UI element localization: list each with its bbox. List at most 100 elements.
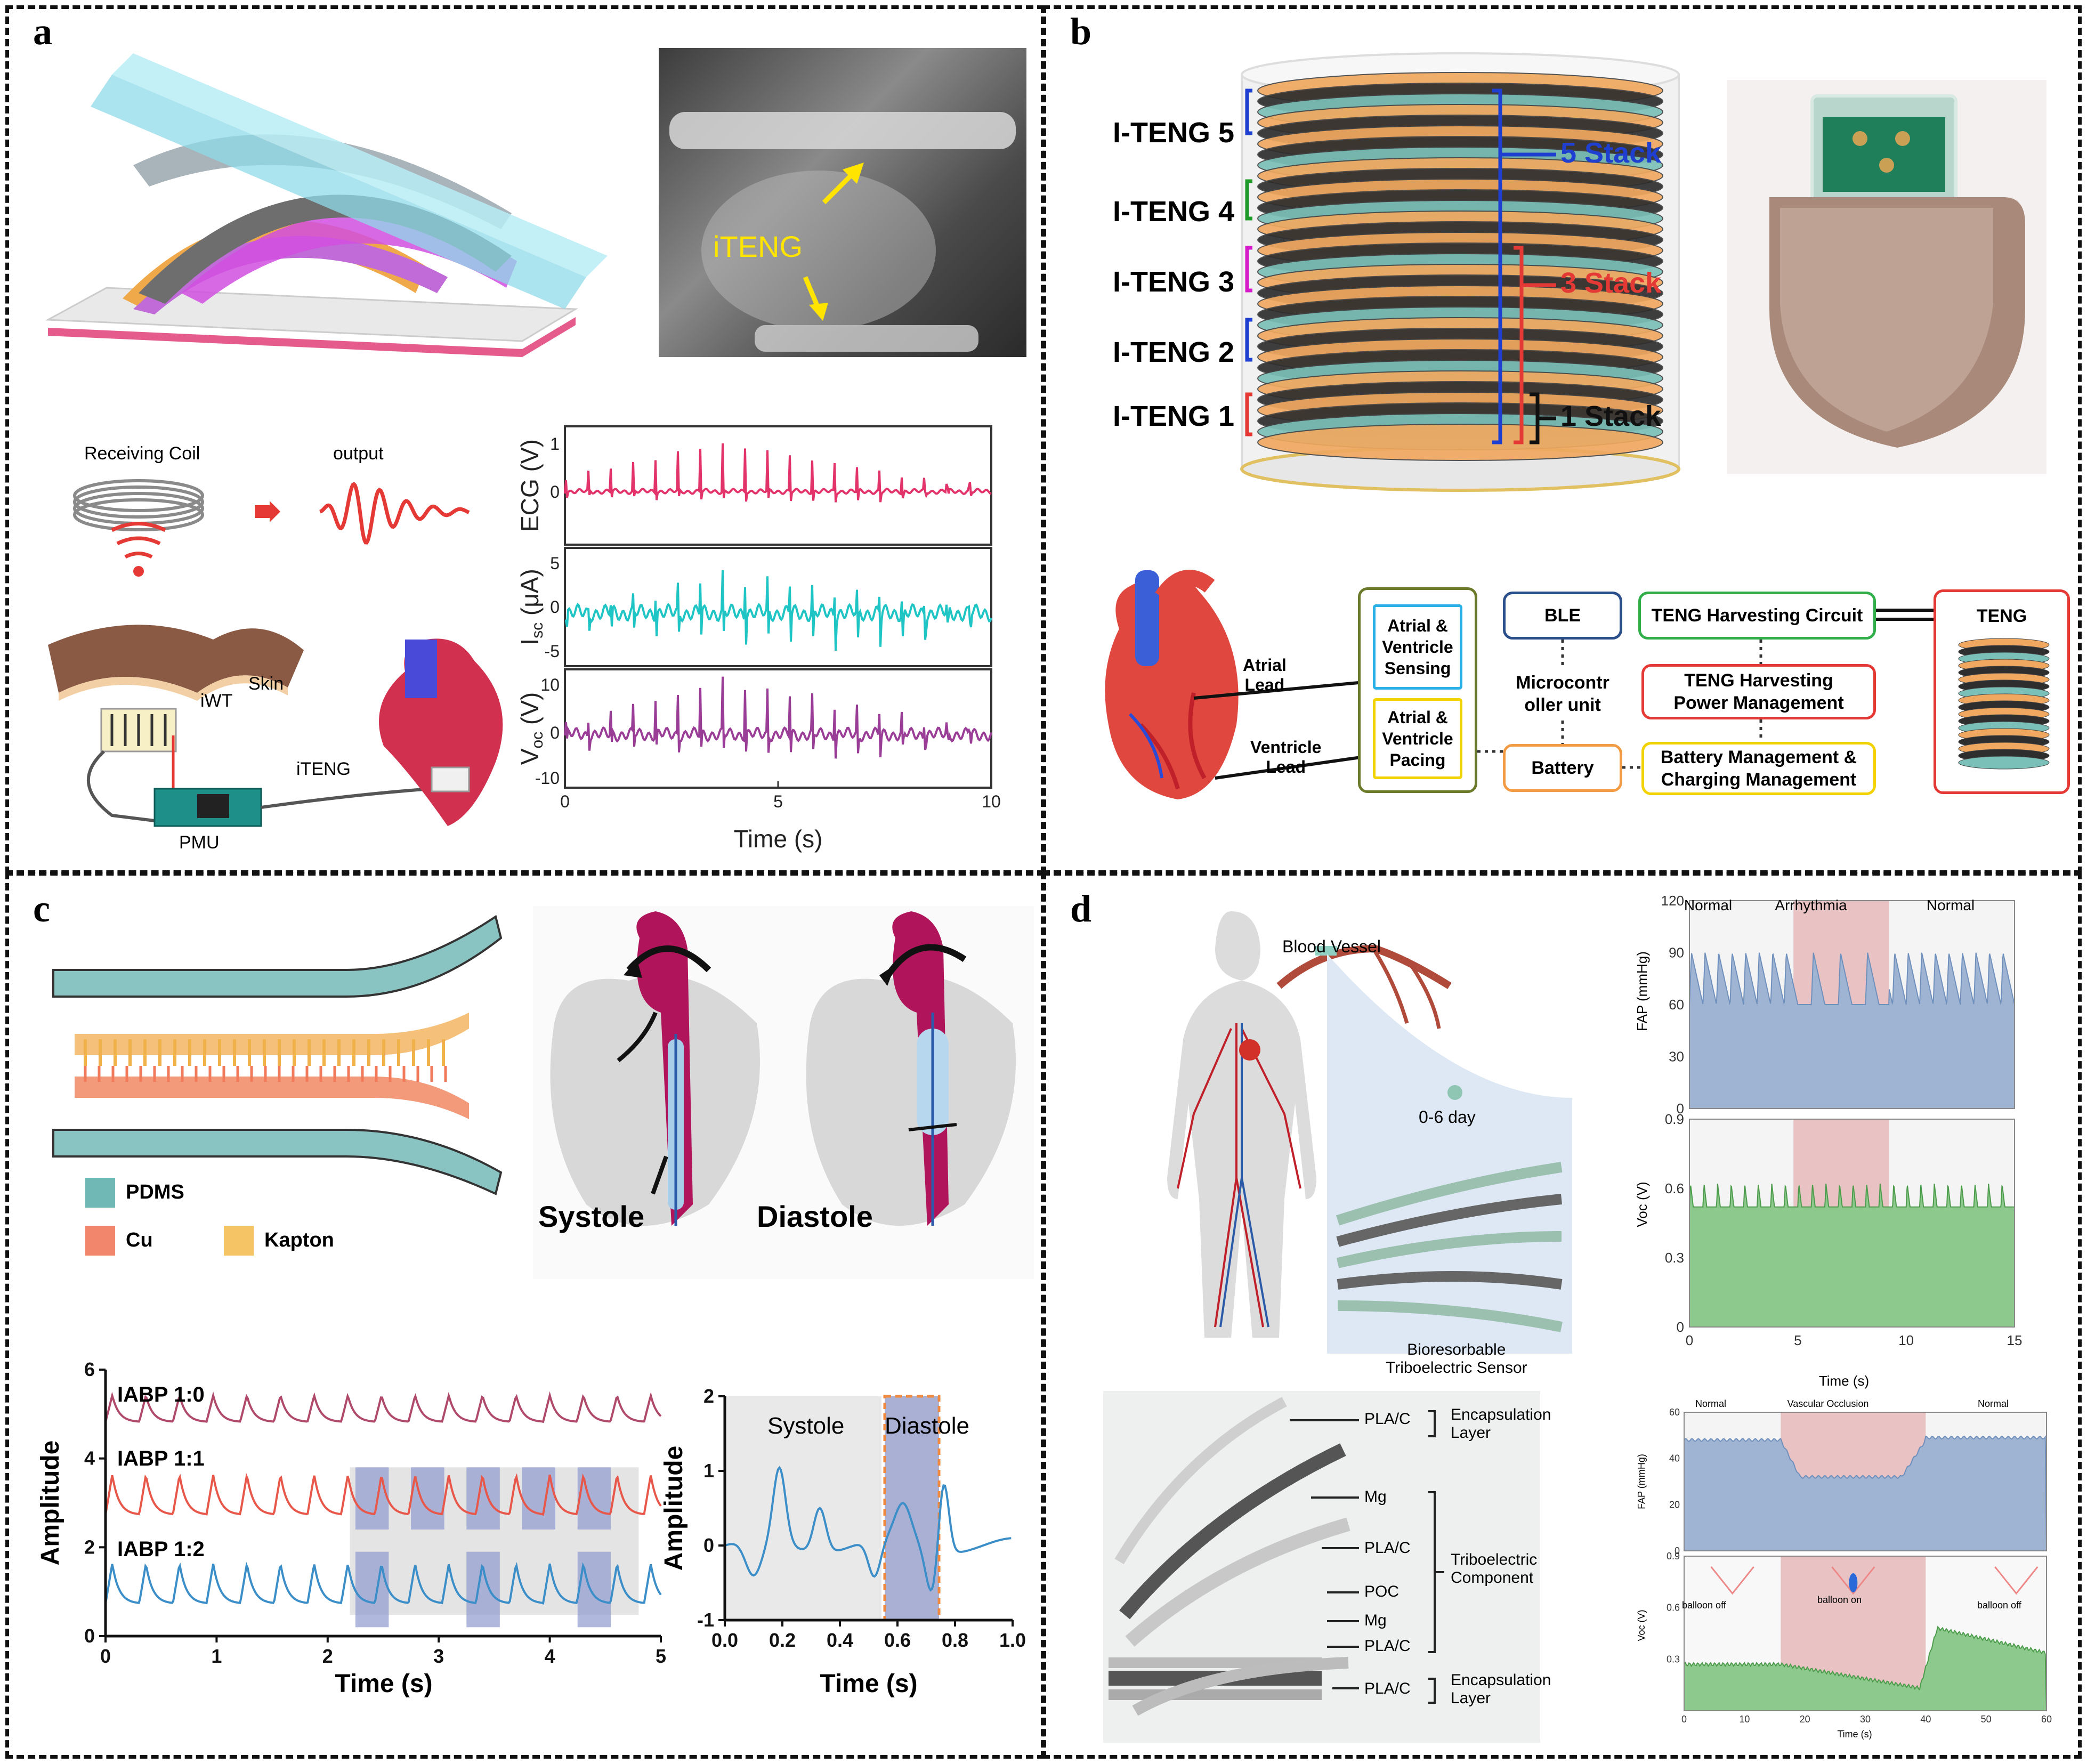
layer3-label: PLA/C [1364, 1539, 1411, 1557]
voc-ytick: 0.6 [1665, 1180, 1684, 1196]
d-arrhythmia-label: Arrhythmia [1775, 897, 1847, 913]
iabp-xtick: 3 [433, 1645, 444, 1667]
voc-ytick: -10 [535, 768, 560, 788]
ecg-ytick: 1 [550, 434, 560, 454]
fap-ytick: 0 [1677, 1101, 1684, 1116]
isc-ytick: 0 [550, 597, 560, 617]
cycle-ytick: 0 [703, 1534, 714, 1556]
cycle-ylabel: Amplitude [660, 1446, 688, 1571]
pacemaker-photo [1727, 80, 2046, 474]
iabp12-label: IABP 1:2 [117, 1538, 205, 1561]
layer4-label: POC [1364, 1583, 1400, 1600]
cycle-diastole-label: Diastole [885, 1413, 969, 1439]
a-xtick: 0 [560, 792, 570, 811]
iabp-xtick: 5 [656, 1645, 666, 1667]
sensing-box: Atrial & Ventricle Sensing [1373, 604, 1462, 690]
iabp-hearts-illustration [533, 906, 1034, 1279]
iwt-label: iWT [200, 691, 233, 711]
sensor-label: Bioresorbable Triboelectric Sensor [1386, 1341, 1527, 1377]
occ-voc-ytick: 0.3 [1667, 1654, 1680, 1664]
stack3-label: 3 Stack [1560, 267, 1662, 299]
balloon-on: balloon on [1817, 1595, 1862, 1605]
layered-sensor-illustration [1103, 1391, 1540, 1743]
kapton-label: Kapton [264, 1229, 334, 1251]
cycle-ytick: -1 [697, 1609, 714, 1631]
occ-voc-frame [1684, 1556, 2047, 1711]
layer1-label: PLA/C [1364, 1410, 1411, 1428]
voc-ytick: 0 [1677, 1319, 1684, 1335]
iteng2-label: I-TENG 2 [1113, 336, 1235, 368]
occ-xtick: 50 [1981, 1714, 1992, 1725]
days-label: 0-6 day [1419, 1107, 1476, 1127]
batt-mgmt-box: Battery Management & Charging Management [1641, 742, 1876, 795]
iabp11-highlight [355, 1467, 389, 1530]
voc-ytick: 0 [550, 723, 560, 742]
iabp-xtick: 2 [322, 1645, 333, 1667]
occ-normal2-label: Normal [1978, 1398, 2009, 1409]
vessel-icon [1994, 1566, 2039, 1595]
stack5-label: 5 Stack [1560, 137, 1662, 169]
pacing-box: Atrial & Ventricle Pacing [1373, 698, 1462, 779]
fap-ytick: 90 [1669, 945, 1684, 961]
voc-area [1689, 1184, 2015, 1328]
harvest-box: TENG Harvesting Circuit [1638, 592, 1876, 640]
skin-label: Skin [248, 674, 284, 694]
pmu-label: PMU [179, 832, 220, 853]
ecg-ytick: 0 [550, 482, 560, 501]
iabp-xtick: 0 [100, 1645, 111, 1667]
tribo-label: Triboelectric Component [1451, 1551, 1538, 1587]
cycle-xtick: 1.0 [999, 1629, 1026, 1651]
iabp-ytick: 2 [84, 1536, 95, 1558]
occ-fap-frame [1684, 1412, 2047, 1551]
occ-xtick: 0 [1681, 1714, 1687, 1725]
isc-plot-frame [564, 547, 992, 667]
iabp11-label: IABP 1:1 [117, 1447, 205, 1470]
occ-label: Vascular Occlusion [1787, 1398, 1869, 1409]
d-normal2-label: Normal [1927, 897, 1975, 913]
d-top-xtick: 0 [1686, 1332, 1693, 1348]
a-xtick: 5 [773, 792, 783, 811]
isc-ytick: -5 [545, 642, 560, 661]
systole-region [725, 1396, 881, 1620]
layer5-label: Mg [1364, 1612, 1387, 1629]
layer6-label: PLA/C [1364, 1637, 1411, 1655]
cycle-ytick: 1 [703, 1460, 714, 1482]
fap-ylabel-bot: FAP (mmHg) [1636, 1454, 1647, 1509]
diastole-label-c: Diastole [757, 1200, 873, 1233]
occ-fap-ytick: 20 [1669, 1499, 1680, 1510]
block-diagram-connectors [1477, 609, 1934, 769]
fap-area [1689, 952, 2015, 1109]
coil-icon [73, 479, 204, 577]
iabp-ytick: 6 [84, 1358, 95, 1380]
a-xlabel: Time (s) [734, 825, 823, 853]
panel-letter-c: c [33, 887, 50, 930]
occ-voc-ytick: 0.9 [1667, 1551, 1680, 1561]
occ-xtick: 10 [1739, 1714, 1750, 1725]
ecg-ylabel: ECG (V) [516, 439, 544, 532]
atrial-lead-label: Atrial Lead [1243, 656, 1287, 694]
iteng-device-illustration [45, 53, 608, 357]
d-top-xtick: 5 [1794, 1332, 1801, 1348]
body-vessel-illustration [1167, 911, 1572, 1354]
iteng5-label: I-TENG 5 [1113, 117, 1235, 149]
cycle-xtick: 0.4 [827, 1629, 853, 1651]
voc-ylabel-bot: Voc (V) [1636, 1609, 1647, 1641]
photo-overlay [669, 112, 1016, 352]
kapton-swatch [224, 1226, 254, 1256]
occ-xtick: 20 [1800, 1714, 1810, 1725]
balloon-off-1: balloon off [1682, 1600, 1727, 1611]
panel-letter-b: b [1070, 10, 1092, 53]
layer7-label: PLA/C [1364, 1680, 1411, 1697]
d-top-xtick: 15 [2007, 1332, 2023, 1348]
cycle-xtick: 0.0 [711, 1629, 738, 1651]
cycle-ytick: 2 [703, 1385, 714, 1407]
d-top-xtick: 10 [1898, 1332, 1914, 1348]
teng-box-label: TENG [1976, 606, 2027, 626]
systole-label-c: Systole [538, 1200, 645, 1233]
panel-d-frame [1042, 872, 2082, 1759]
d-top-xlabel: Time (s) [1819, 1373, 1869, 1389]
pdms-label: PDMS [126, 1181, 184, 1203]
